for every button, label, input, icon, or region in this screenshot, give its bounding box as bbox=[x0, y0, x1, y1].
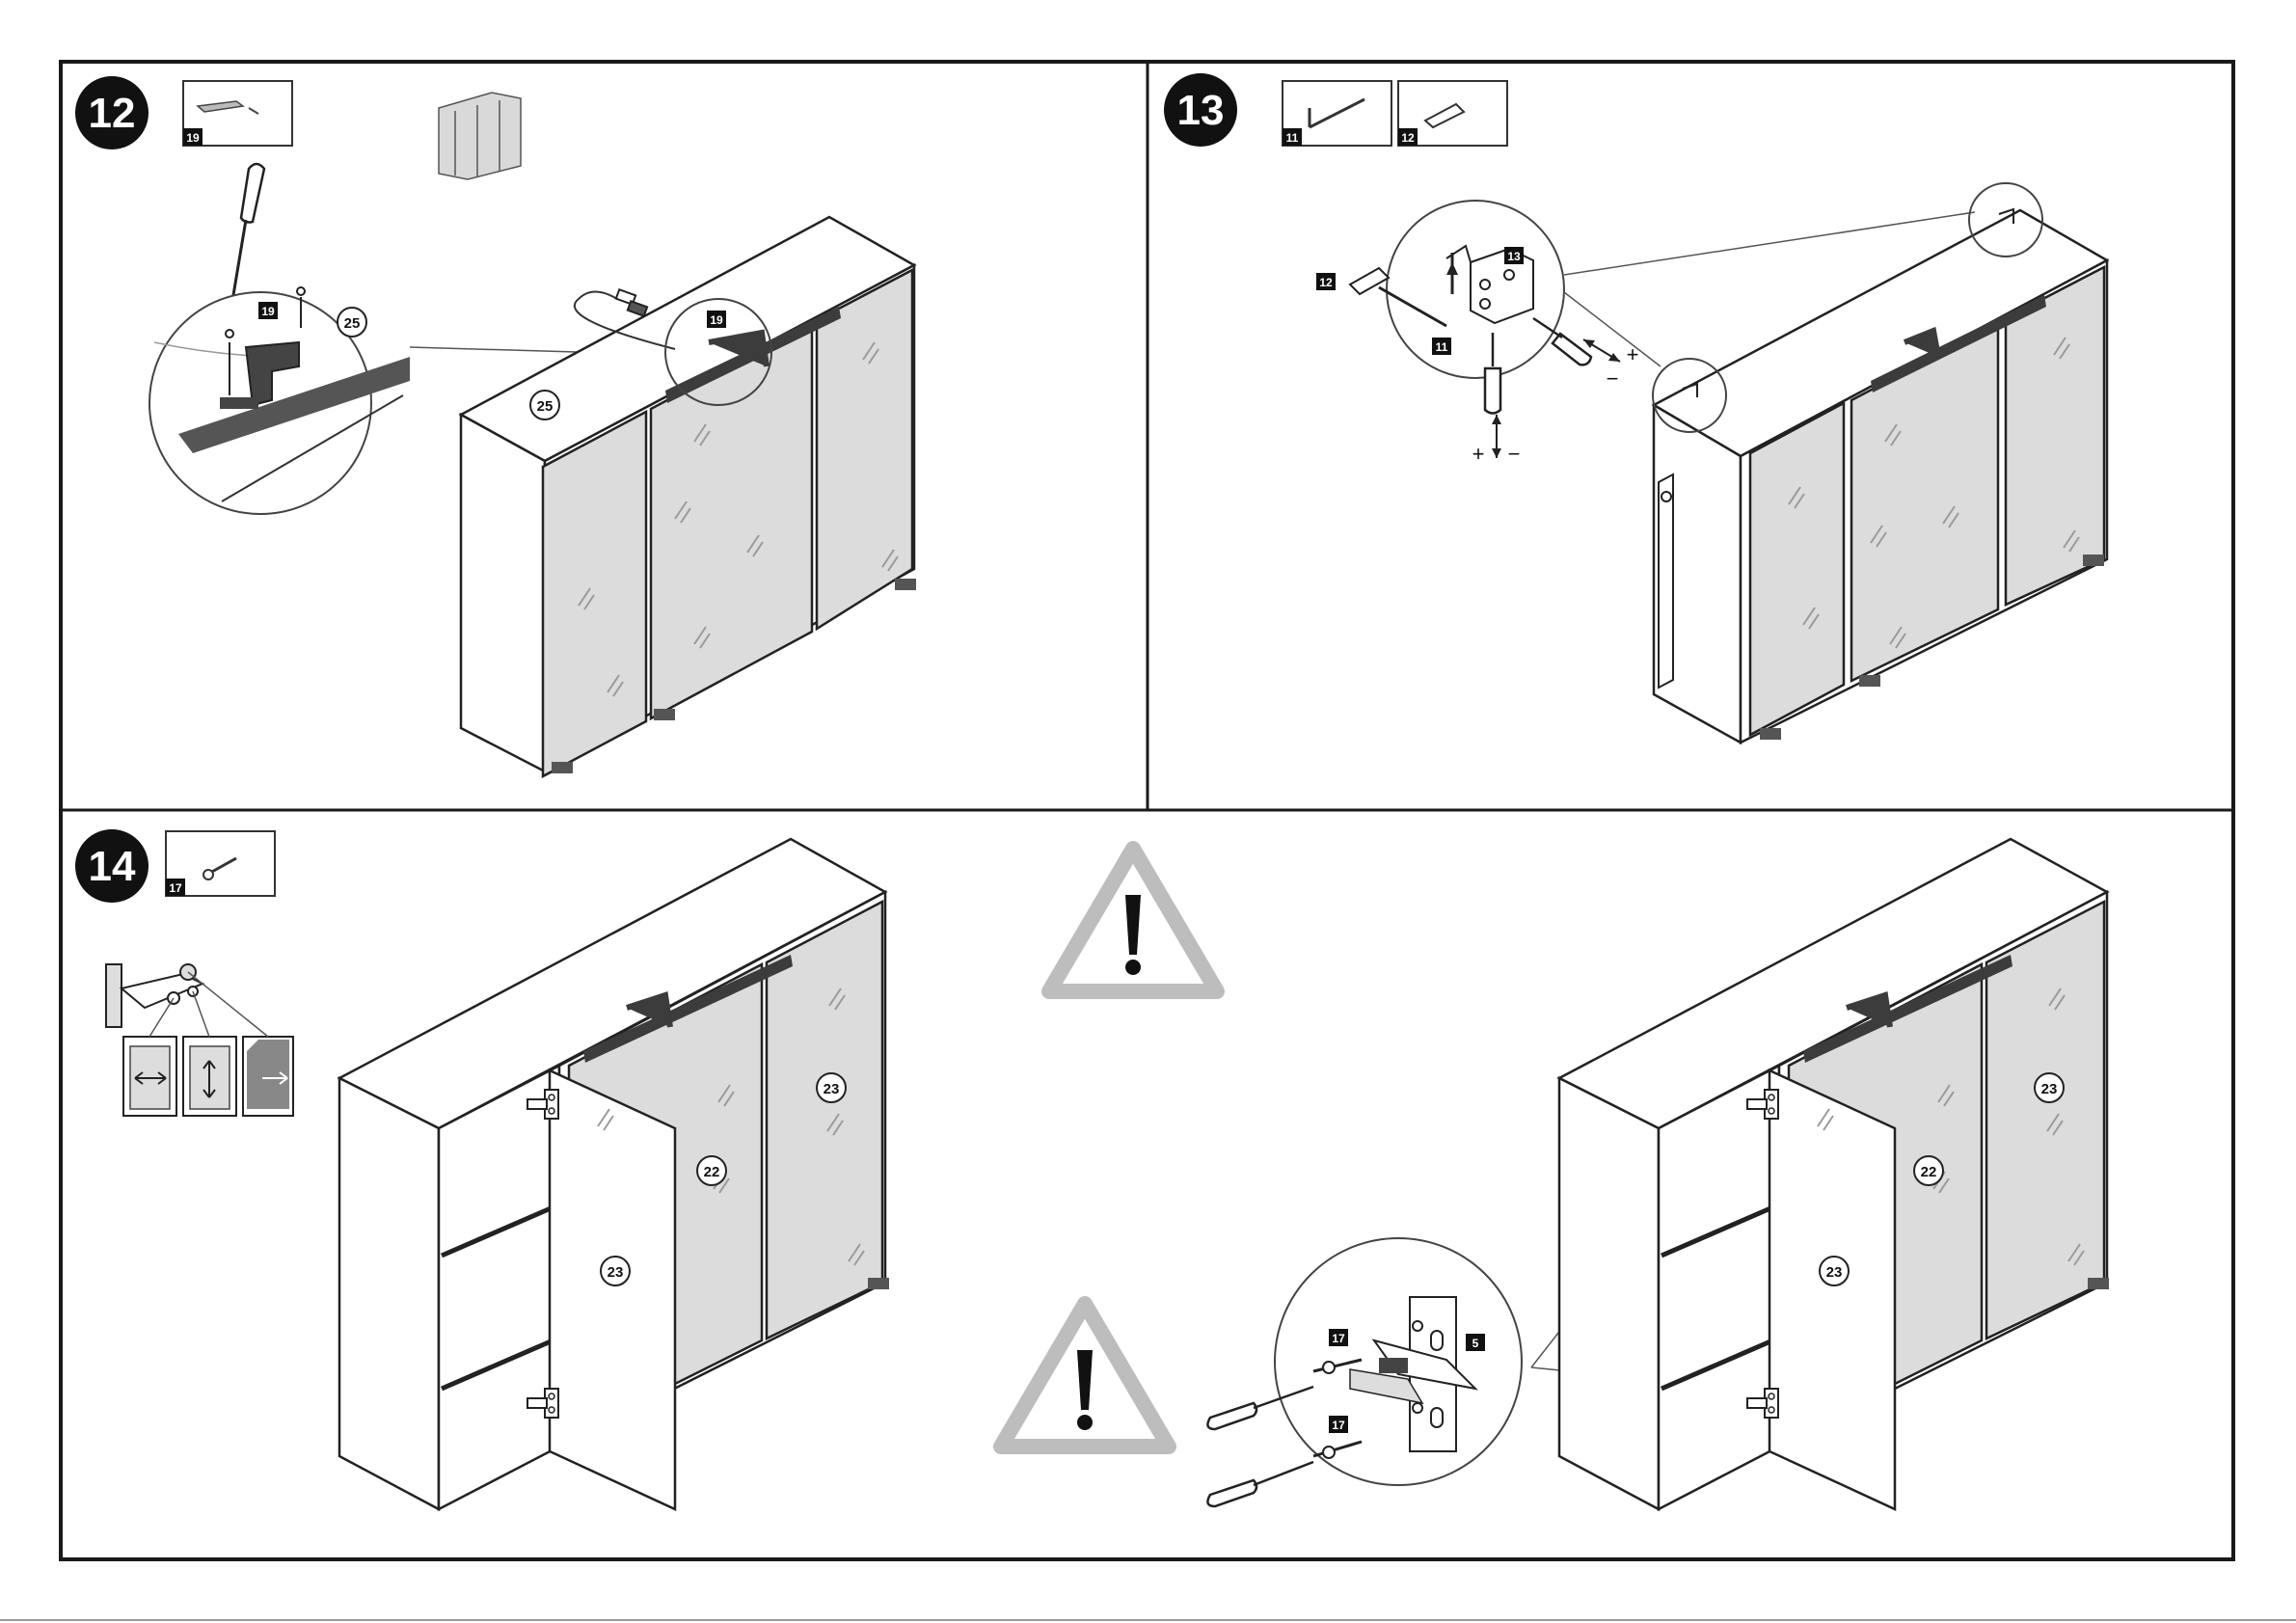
zoom-label-5: 5 bbox=[1472, 1337, 1479, 1350]
part-box-11-label: 11 bbox=[1286, 131, 1299, 145]
zoom-detail-led-mount: 19 25 bbox=[149, 287, 410, 514]
step-13-number: 13 bbox=[1177, 87, 1225, 134]
zoom-detail-hinge: 17 17 5 bbox=[1275, 1238, 1522, 1485]
step-12: 12 19 bbox=[75, 76, 916, 776]
zoom-label-17-b: 17 bbox=[1332, 1419, 1345, 1432]
part-box-17-label: 17 bbox=[169, 881, 182, 895]
right-label-22: 22 bbox=[1921, 1164, 1937, 1180]
adjust-minus-horizontal: − bbox=[1607, 366, 1619, 391]
cabinet-step-13 bbox=[1654, 210, 2107, 743]
part-box-19-label: 19 bbox=[186, 131, 200, 145]
right-label-23-door: 23 bbox=[1826, 1264, 1843, 1281]
magnifier-label-19: 19 bbox=[710, 313, 723, 327]
zoom-label-19: 19 bbox=[261, 305, 275, 318]
cabinet-step-14-right: 22 23 23 bbox=[1559, 839, 2109, 1509]
cabinet-thumbnail bbox=[439, 93, 521, 179]
screwdriver-icon bbox=[231, 164, 264, 307]
left-label-23-right: 23 bbox=[824, 1081, 840, 1097]
cabinet-step-14-left: 22 23 23 bbox=[339, 839, 889, 1509]
adjust-minus-vertical: − bbox=[1508, 442, 1521, 466]
hinge-adjustment-diagram bbox=[106, 964, 293, 1116]
screwdriver-lower-icon bbox=[1207, 1462, 1313, 1506]
step-14: 14 17 bbox=[75, 829, 2109, 1509]
step-13: 13 11 12 13 11 12 bbox=[1164, 73, 2107, 743]
part-box-12-label: 12 bbox=[1401, 131, 1415, 145]
step-14-number: 14 bbox=[89, 843, 136, 890]
zoom-label-11: 11 bbox=[1436, 340, 1448, 354]
zoom-label-13: 13 bbox=[1507, 250, 1521, 263]
zoom-label-25: 25 bbox=[344, 315, 361, 332]
detail-label-12: 12 bbox=[1319, 276, 1333, 289]
zoom-label-17-a: 17 bbox=[1332, 1332, 1345, 1345]
left-label-23-door: 23 bbox=[608, 1264, 624, 1281]
cabinet-step-12: 25 bbox=[461, 217, 916, 776]
warning-top-icon bbox=[1049, 849, 1217, 991]
step-12-number: 12 bbox=[89, 90, 136, 137]
left-label-22: 22 bbox=[704, 1164, 720, 1180]
adjust-plus-vertical: + bbox=[1472, 442, 1485, 466]
warning-bottom-icon bbox=[1001, 1304, 1169, 1447]
right-label-23-right: 23 bbox=[2041, 1081, 2058, 1097]
cabinet-label-25: 25 bbox=[537, 398, 554, 415]
adjust-plus-horizontal: + bbox=[1627, 342, 1639, 366]
zoom-detail-hanger: 13 11 bbox=[1379, 201, 1564, 378]
